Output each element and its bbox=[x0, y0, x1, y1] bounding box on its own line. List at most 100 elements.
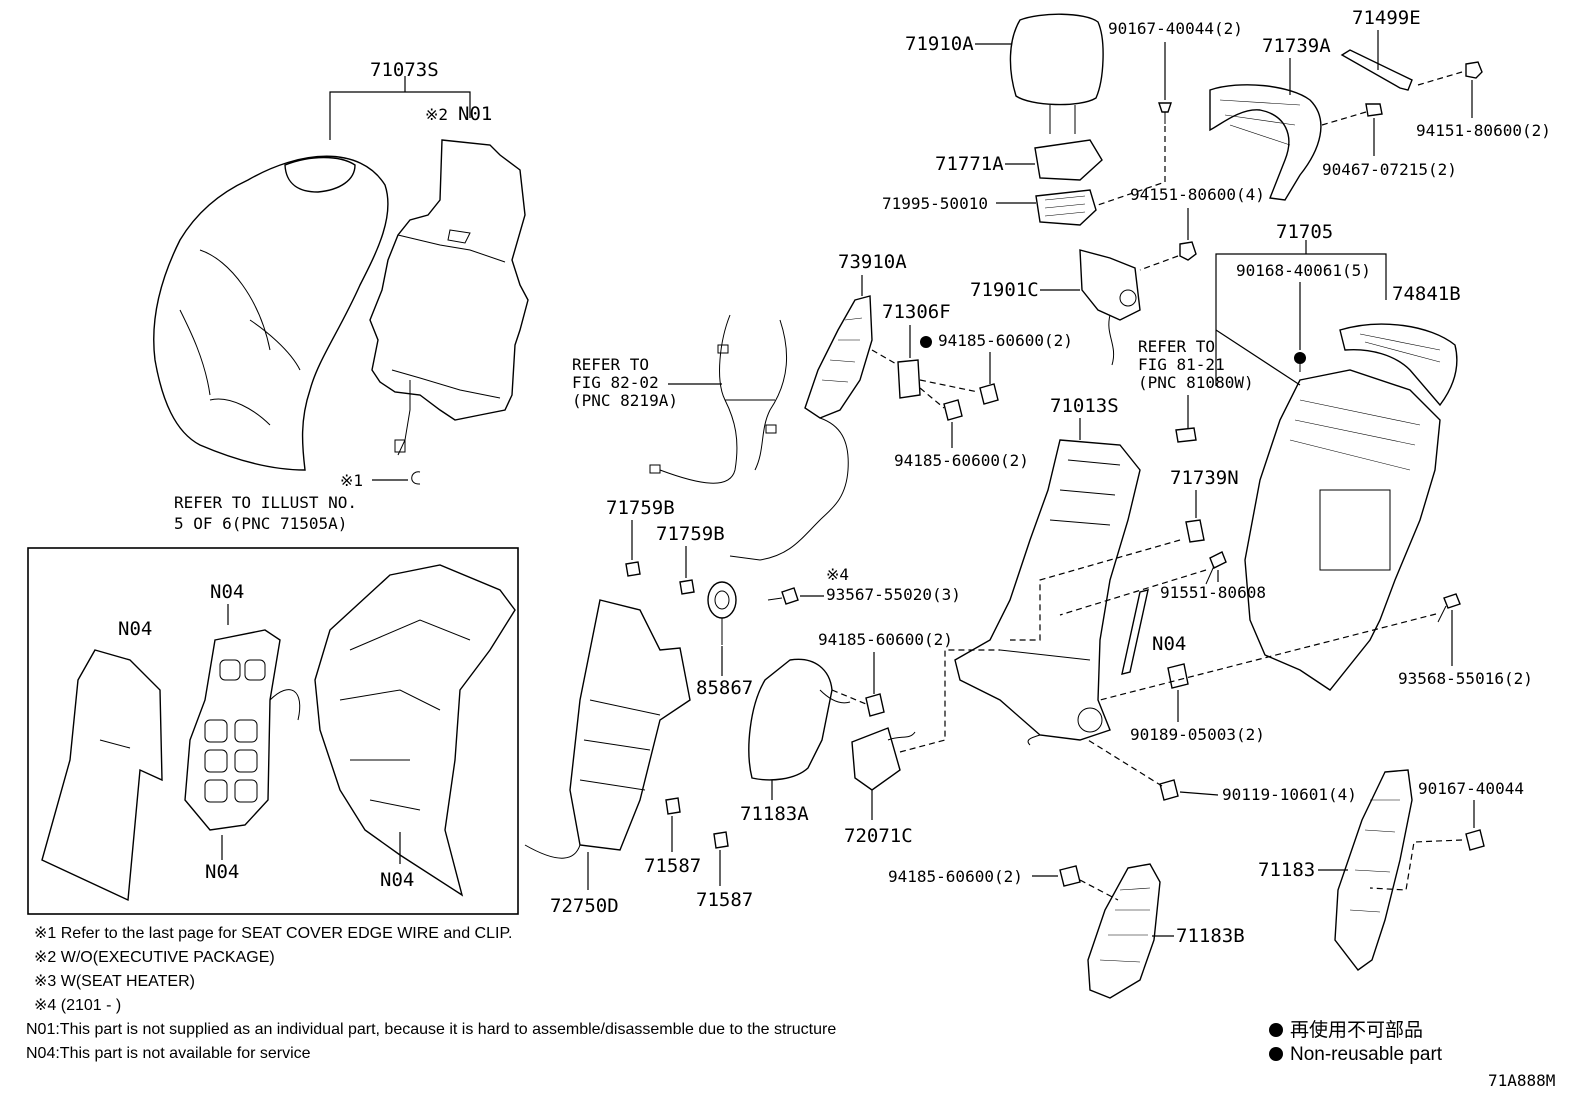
headrest-drawing bbox=[1009, 13, 1104, 134]
nut-94185-b bbox=[943, 399, 963, 421]
clip-90467 bbox=[1365, 103, 1383, 117]
screw-90167-b-label: 90167-40044 bbox=[1418, 779, 1524, 798]
nut-94151-2-label: 94151-80600(2) bbox=[1416, 121, 1551, 140]
headrest-guide-71995 bbox=[1035, 189, 1097, 226]
clip-71759b-a-label: 71759B bbox=[606, 497, 675, 519]
bracket-71306f-dashed-c bbox=[919, 387, 945, 409]
side-panel-71183b-drawing bbox=[1087, 863, 1161, 999]
footnote-n04: N04:This part is not available for servi… bbox=[26, 1045, 311, 1062]
refer-fig81-label: REFER TO FIG 81-21 (PNC 81080W) bbox=[1138, 337, 1254, 443]
svg-text:(PNC 81080W): (PNC 81080W) bbox=[1138, 373, 1254, 392]
inset-n04-shell bbox=[314, 564, 516, 897]
screw-90167-2-dashed bbox=[1097, 126, 1166, 206]
inset-n04-heater-grid bbox=[184, 629, 301, 831]
module-72071c-label: 72071C bbox=[844, 825, 913, 847]
bracket-71499e-drawing bbox=[1340, 49, 1413, 91]
footnote-1: ※1 Refer to the last page for SEAT COVER… bbox=[34, 925, 513, 942]
screw-90167-2-label: 90167-40044(2) bbox=[1108, 19, 1243, 38]
grommet-90189 bbox=[1167, 663, 1189, 689]
clip-90168 bbox=[1294, 352, 1306, 372]
adjuster-71901c-drawing bbox=[1079, 249, 1141, 366]
nut-94185-b-label: 94185-60600(2) bbox=[894, 451, 1029, 470]
plug-71587-a-label: 71587 bbox=[644, 855, 701, 877]
clip-71739n bbox=[1185, 519, 1205, 543]
side-airbag-71183a-drawing bbox=[748, 658, 851, 781]
nut-94151-2 bbox=[1465, 61, 1483, 79]
grommet-90189-label: 90189-05003(2) bbox=[1130, 725, 1265, 744]
bolt-90119-label: 90119-10601(4) bbox=[1222, 785, 1357, 804]
pad-n01-drawing bbox=[369, 139, 529, 456]
lumbar-support-72750d-label: 72750D bbox=[550, 895, 619, 917]
nut-94185-d-label: 94185-60600(2) bbox=[888, 867, 1023, 886]
svg-text:REFER TO: REFER TO bbox=[1138, 337, 1215, 356]
svg-text:71073S: 71073S bbox=[370, 59, 439, 81]
inset-refer-label: REFER TO ILLUST NO. 5 OF 6(PNC 71505A) bbox=[174, 493, 357, 533]
bolt-93568 bbox=[1437, 593, 1461, 623]
clip-71759b-b-label: 71759B bbox=[656, 523, 725, 545]
legend-jp: 再使用不可部品 bbox=[1290, 1019, 1423, 1041]
seat-back-board-71705-label: 71705 bbox=[1215, 221, 1387, 386]
svg-text:(PNC 8219A): (PNC 8219A) bbox=[572, 391, 678, 410]
trim-74841b-drawing bbox=[1339, 323, 1458, 407]
side-panel-71183b-label: 71183B bbox=[1176, 925, 1245, 947]
nut-94185-c-dashed bbox=[831, 689, 867, 705]
nut-94185-d-dashed bbox=[1079, 879, 1119, 901]
speaker-85867-drawing bbox=[707, 581, 737, 645]
footnotes: ※1 Refer to the last page for SEAT COVER… bbox=[26, 925, 836, 1062]
inset-n04-label-c: N04 bbox=[205, 861, 239, 883]
plug-71587-b bbox=[713, 831, 729, 849]
svg-text:REFER TO: REFER TO bbox=[572, 355, 649, 374]
figure-code: 71A888M bbox=[1488, 1071, 1555, 1090]
headrest-support-71771a bbox=[1034, 139, 1103, 181]
footnote-3: ※3 W(SEAT HEATER) bbox=[34, 973, 195, 990]
nut-94185-d bbox=[1059, 865, 1081, 887]
bolt-91551 bbox=[1205, 551, 1227, 585]
nut-94185-a bbox=[920, 336, 999, 405]
nut-94185-c bbox=[865, 693, 885, 717]
nut-94185-a-label: 94185-60600(2) bbox=[938, 331, 1073, 350]
bracket-71499e-dashed bbox=[1417, 71, 1463, 86]
nut-94151-4 bbox=[1179, 241, 1197, 261]
clip-71739n-dashed bbox=[1010, 539, 1181, 641]
bracket-71306f-drawing bbox=[897, 359, 921, 399]
seat-back-board-71705-drawing bbox=[1244, 369, 1441, 691]
bracket-71499e-label: 71499E bbox=[1352, 7, 1421, 29]
footnote-4: ※4 (2101 - ) bbox=[34, 997, 121, 1014]
headrest-support-label: 71771A bbox=[935, 153, 1004, 175]
note-x1-callout: ※1 bbox=[340, 471, 421, 490]
inset-box bbox=[27, 547, 519, 915]
module-72071c-drawing bbox=[851, 727, 916, 791]
side-panel-71183-label: 71183 bbox=[1258, 859, 1315, 881]
inset-n04-label-a: N04 bbox=[118, 618, 152, 640]
side-airbag-71183a-label: 71183A bbox=[740, 803, 809, 825]
lumbar-support-72750d-drawing bbox=[524, 599, 691, 859]
rod-n04-label: N04 bbox=[1152, 633, 1186, 655]
svg-text:5 OF 6(PNC 71505A): 5 OF 6(PNC 71505A) bbox=[174, 514, 347, 533]
plug-71587-b-label: 71587 bbox=[696, 889, 753, 911]
seat-back-cover-drawing bbox=[153, 155, 389, 471]
legend-dot-icon bbox=[1269, 1023, 1283, 1037]
adjuster-71901c-label: 71901C bbox=[970, 279, 1039, 301]
clip-90467-dashed bbox=[1321, 111, 1367, 126]
svg-text:FIG 81-21: FIG 81-21 bbox=[1138, 355, 1225, 374]
bracket-71306f-dashed-b bbox=[919, 379, 979, 393]
bracket-71306f-label: 71306F bbox=[882, 301, 951, 323]
side-panel-71183-drawing bbox=[1334, 769, 1413, 971]
lumbar-bolster-73910a-drawing bbox=[729, 295, 873, 561]
module-72071c-dashed bbox=[899, 649, 1000, 753]
trim-71739a-label: 71739A bbox=[1262, 35, 1331, 57]
plug-71587-a bbox=[665, 797, 681, 815]
bolt-91551-label: 91551-80608 bbox=[1160, 583, 1266, 602]
bolt-90119-leader bbox=[1179, 791, 1219, 796]
svg-text:※1: ※1 bbox=[340, 471, 363, 490]
screw-90167-2 bbox=[1158, 102, 1172, 124]
clip-71739n-label: 71739N bbox=[1170, 467, 1239, 489]
nut-94185-c-label: 94185-60600(2) bbox=[818, 630, 953, 649]
headrest-label: 71910A bbox=[905, 33, 974, 55]
seat-back-frame-71013s-drawing bbox=[954, 439, 1141, 746]
svg-text:71705: 71705 bbox=[1276, 221, 1333, 243]
screw-93567 bbox=[767, 587, 799, 605]
lumbar-bolster-73910a-label: 73910A bbox=[838, 251, 907, 273]
screw-93567-mark: ※4 bbox=[826, 565, 849, 584]
